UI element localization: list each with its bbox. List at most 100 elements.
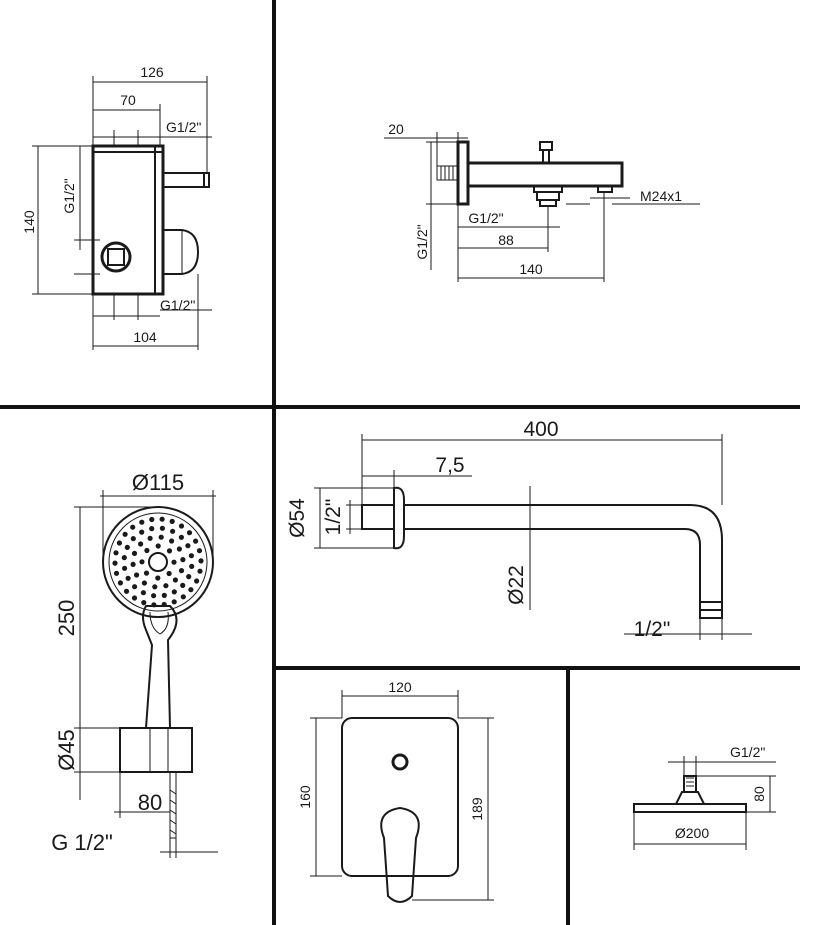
nozzle-dot: [131, 595, 138, 601]
nozzle-pattern: [112, 516, 204, 608]
nozzle-dot: [149, 516, 155, 523]
nozzle-dot: [159, 516, 165, 522]
nozzle-dot: [198, 558, 204, 564]
nozzle-dot: [171, 559, 177, 565]
nozzle-dot: [194, 578, 200, 584]
plate-width-120: 120: [388, 679, 412, 695]
panel-shower-arm: 400 7,5 Ø54 1/2" Ø22 1/2": [286, 418, 752, 641]
box-thread-bottom: G1/2": [160, 297, 195, 313]
nozzle-dot: [170, 528, 176, 534]
nozzle-dot: [144, 547, 150, 554]
ball-joint: [675, 791, 705, 805]
nozzle-dot: [180, 557, 186, 563]
panel-mixer-plate: 120 160 189: [297, 679, 494, 903]
wall-holder: [119, 727, 193, 773]
arm-wall-thread: [361, 504, 395, 530]
nozzle-dot: [141, 580, 147, 586]
spout-thread-outlet: G1/2": [468, 210, 503, 226]
arm-thread-wall: 1/2": [322, 499, 345, 536]
nozzle-dot: [178, 523, 185, 529]
top-outlet-pipe: [162, 172, 210, 188]
nozzle-dot: [163, 583, 169, 589]
plate-height-189: 189: [469, 797, 485, 821]
nozzle-dot: [161, 592, 167, 599]
nozzle-dot: [193, 538, 199, 544]
nozzle-dot: [185, 543, 191, 549]
nozzle-dot: [125, 575, 131, 581]
nozzle-dot: [186, 530, 193, 536]
nozzle-dot: [155, 575, 161, 581]
nozzle-dot: [139, 529, 145, 535]
arm-len-7-5: 7,5: [435, 454, 464, 477]
spout-dim-88: 88: [498, 232, 514, 248]
cartridge-circle: [100, 241, 132, 273]
spout-thread-m24: M24x1: [640, 188, 682, 204]
nozzle-dot: [180, 582, 186, 589]
nozzle-dot: [116, 540, 122, 546]
head-dia-200: Ø200: [675, 825, 709, 841]
nozzle-dot: [189, 563, 195, 570]
arm-dia-54: Ø54: [286, 498, 309, 538]
nozzle-dot: [171, 589, 177, 595]
box-thread-left: G1/2": [61, 178, 77, 213]
nozzle-dot: [117, 580, 123, 586]
panel-hand-shower: Ø115 250 Ø45 80 G 1/2": [51, 470, 218, 858]
mixer-cover-plate: [341, 717, 459, 877]
nozzle-dot: [139, 519, 145, 525]
box-body: [91, 144, 165, 296]
hand-len-80: 80: [138, 790, 162, 815]
box-thread-top: G1/2": [166, 119, 201, 135]
spout-thread-wall: G1/2": [414, 224, 430, 259]
mount-screw: [169, 771, 177, 839]
box-dim-140: 140: [21, 210, 37, 234]
nozzle-dot: [166, 548, 173, 554]
nozzle-dot: [159, 525, 165, 531]
nozzle-dot: [178, 534, 184, 540]
nozzle-dot: [143, 570, 150, 576]
nozzle-dot: [158, 534, 164, 540]
spout-dim-140: 140: [519, 261, 543, 277]
mixer-lever: [380, 806, 420, 903]
arm-outlet: [699, 601, 723, 619]
nozzle-dot: [130, 536, 136, 542]
box-dim-70: 70: [120, 92, 136, 108]
nozzle-dot: [166, 570, 172, 577]
box-dim-126: 126: [140, 64, 164, 80]
nozzle-dot: [134, 572, 140, 578]
nozzle-dot: [122, 565, 128, 571]
nozzle-dot: [196, 548, 203, 554]
nozzle-dot: [130, 561, 136, 568]
spout-dim-20: 20: [388, 121, 404, 137]
nozzle-dot: [131, 550, 138, 557]
nozzle-dot: [188, 587, 194, 593]
rain-shower-disc: [633, 803, 747, 813]
diverter-knob: [539, 141, 553, 151]
nozzle-dot: [197, 568, 203, 574]
nozzle-dot: [176, 546, 182, 552]
nozzle-dot: [139, 559, 145, 565]
arm-len-400: 400: [523, 418, 558, 441]
nozzle-dot: [138, 541, 144, 547]
nozzle-dot: [141, 600, 147, 606]
spout-wall-thread: [436, 165, 459, 181]
nozzle-dot: [152, 584, 158, 590]
nozzle-dot: [121, 555, 127, 561]
nozzle-dot: [180, 594, 186, 600]
head-connector: [683, 775, 697, 793]
hand-dia-45: Ø45: [54, 729, 79, 771]
nozzle-dot: [124, 544, 130, 551]
nozzle-dot: [123, 588, 130, 594]
nozzle-dot: [172, 577, 178, 583]
diverter-button: [391, 753, 409, 771]
arm-dia-22: Ø22: [505, 565, 528, 605]
arm-pipe: [404, 504, 723, 611]
nozzle-dot: [171, 599, 177, 605]
head-height-80: 80: [751, 786, 767, 802]
nozzle-dot: [149, 526, 155, 532]
arm-thread-end: 1/2": [634, 618, 671, 641]
plate-height-160: 160: [297, 785, 313, 809]
valve-cap: [162, 229, 200, 275]
hand-len-250: 250: [54, 600, 79, 637]
spout-body: [468, 161, 624, 188]
